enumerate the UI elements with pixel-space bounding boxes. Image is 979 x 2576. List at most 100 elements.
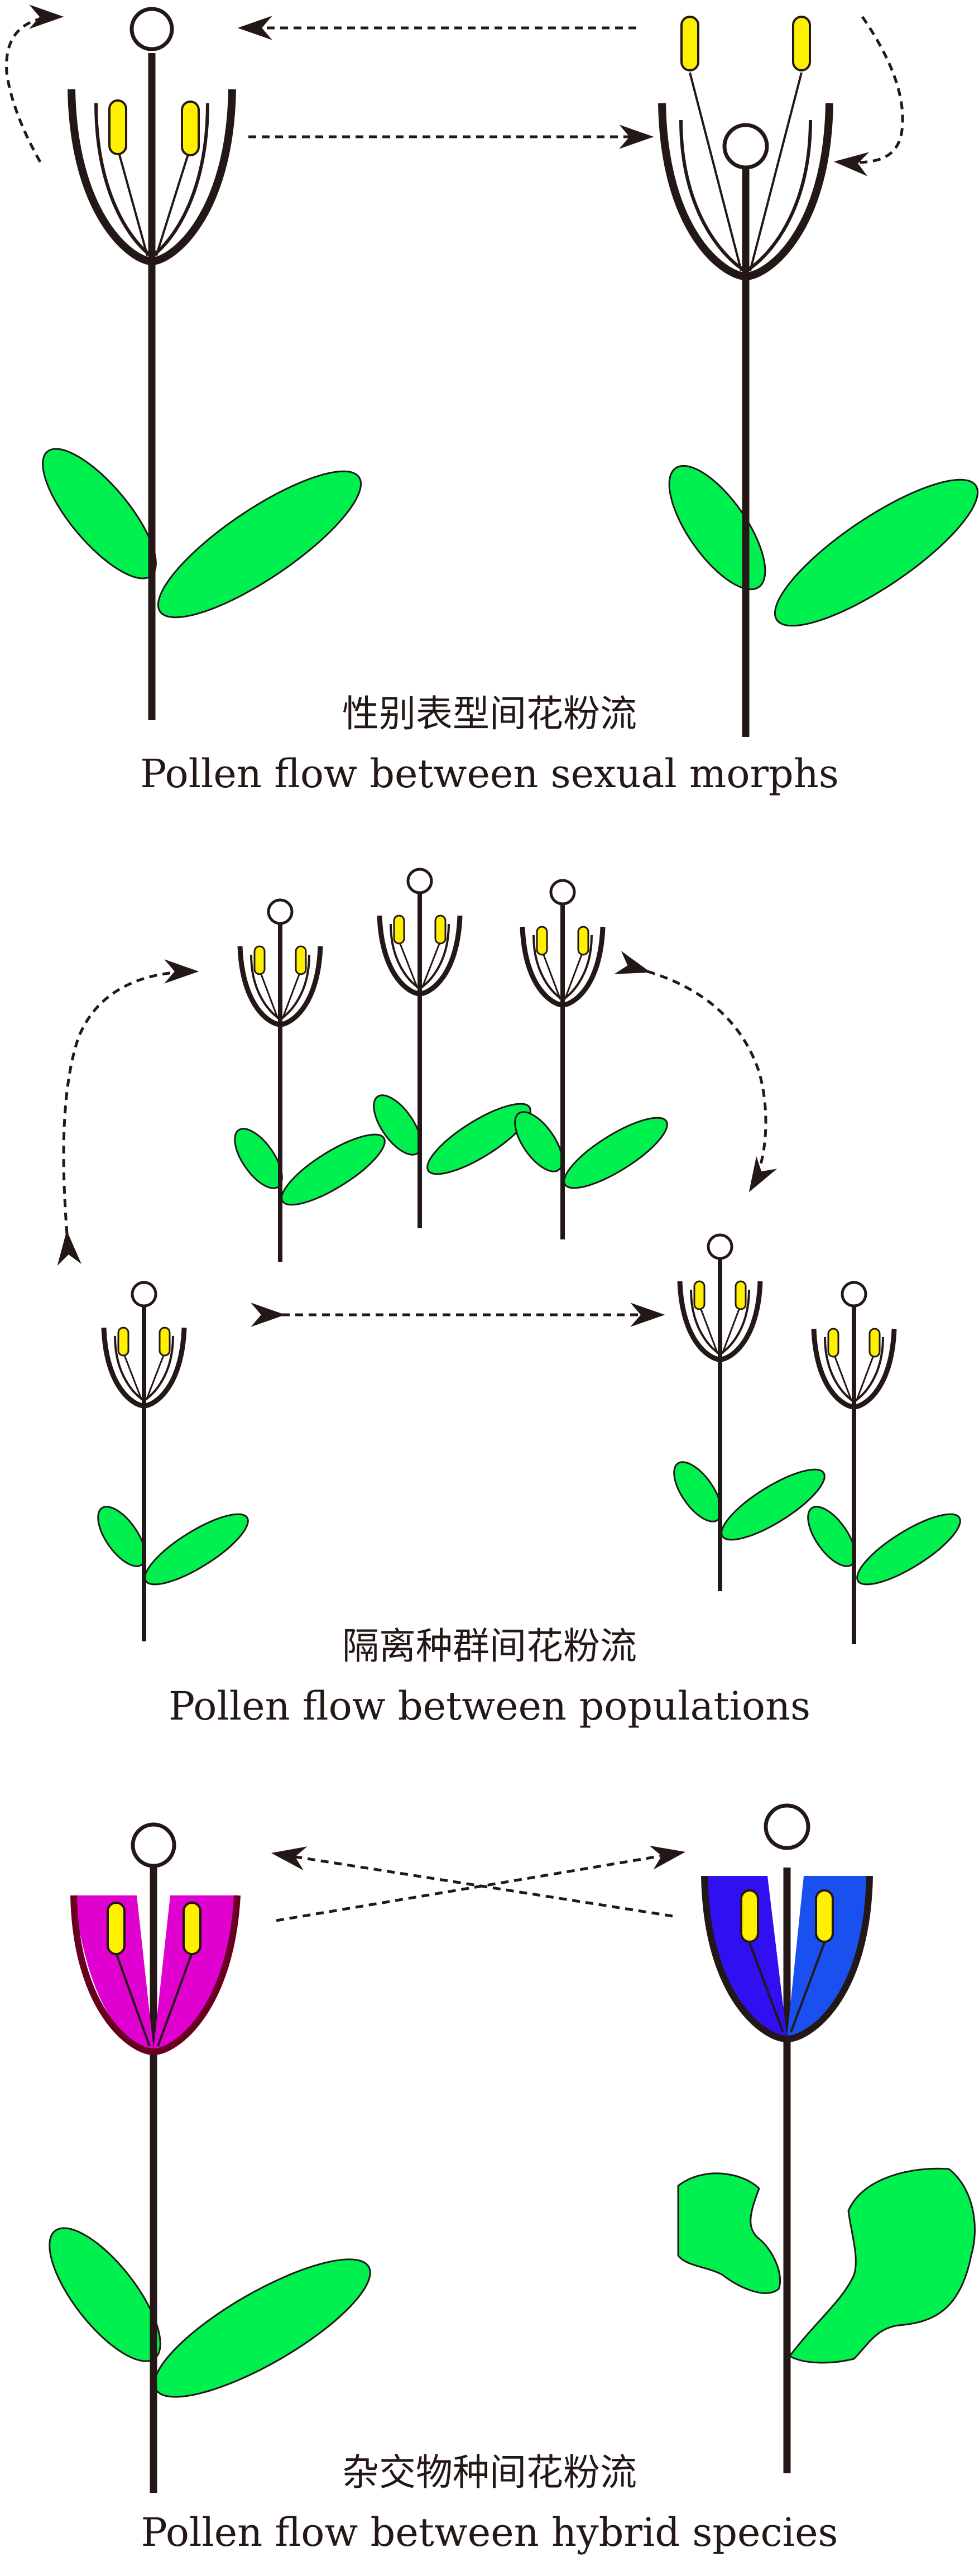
filament bbox=[117, 150, 148, 256]
anther-capsule bbox=[536, 926, 548, 956]
leaf-right bbox=[563, 1117, 668, 1189]
dashed-arrow bbox=[614, 951, 778, 1193]
filament bbox=[123, 1353, 143, 1401]
plant-icon bbox=[514, 879, 668, 1239]
caption-en-populations: Pollen flow between populations bbox=[168, 1683, 811, 1729]
filament bbox=[790, 1942, 826, 2033]
filament bbox=[748, 1942, 784, 2033]
flower-cup bbox=[377, 915, 463, 997]
filament bbox=[699, 1306, 719, 1354]
anther-capsule bbox=[577, 926, 589, 956]
leaf-right bbox=[153, 2258, 371, 2398]
plant-icon bbox=[42, 7, 362, 720]
anther-capsule bbox=[868, 1328, 881, 1358]
filament bbox=[541, 951, 562, 1000]
flower-cup bbox=[520, 926, 606, 1008]
anther-capsule bbox=[815, 1889, 834, 1943]
anther-capsule bbox=[181, 100, 200, 156]
caption-cn-hybrid-species: 杂交物种间花粉流 bbox=[342, 2451, 637, 2494]
stigma-circle bbox=[267, 898, 294, 925]
filament bbox=[399, 942, 419, 989]
lobed-leaf-right bbox=[788, 2167, 976, 2364]
stigma-circle bbox=[707, 1233, 733, 1260]
anther-capsule bbox=[108, 99, 127, 155]
filament bbox=[421, 942, 441, 989]
filament bbox=[721, 1306, 741, 1354]
anther-capsule bbox=[159, 1327, 171, 1357]
leaf-left bbox=[668, 465, 766, 591]
dashed-arrow bbox=[5, 4, 64, 163]
filament bbox=[749, 72, 803, 271]
stigma-circle bbox=[406, 868, 433, 894]
filament bbox=[155, 150, 190, 256]
leaf-left bbox=[807, 1506, 856, 1567]
panel-populations bbox=[57, 868, 961, 1644]
leaf-right bbox=[281, 1133, 386, 1206]
plant-icon bbox=[49, 1822, 371, 2493]
anther-capsule bbox=[740, 1889, 759, 1943]
leaf-left bbox=[97, 1506, 146, 1567]
leaf-right bbox=[144, 1513, 249, 1586]
anther-capsule bbox=[735, 1280, 747, 1310]
stigma-circle bbox=[129, 7, 174, 51]
plant-icon bbox=[677, 1803, 976, 2473]
stigma-circle bbox=[841, 1281, 867, 1308]
anther-capsule bbox=[253, 945, 266, 975]
leaf-left bbox=[373, 1094, 422, 1156]
filament bbox=[157, 1951, 194, 2047]
caption-cn-populations: 隔离种群间花粉流 bbox=[342, 1625, 637, 1668]
plant-icon bbox=[234, 898, 386, 1262]
filament bbox=[114, 1951, 151, 2047]
flower-cup bbox=[101, 1327, 187, 1409]
plant-icon bbox=[658, 16, 979, 737]
leaf-right bbox=[856, 1513, 961, 1586]
stigma-circle bbox=[131, 1281, 157, 1308]
caption-en-hybrid-species: Pollen flow between hybrid species bbox=[141, 2510, 838, 2555]
inner-petal bbox=[390, 923, 450, 990]
anther-capsule bbox=[295, 945, 307, 975]
leaf-right bbox=[721, 1468, 826, 1541]
leaf-right bbox=[426, 1103, 531, 1175]
filament bbox=[855, 1353, 875, 1402]
leaf-left bbox=[673, 1461, 722, 1522]
petal-magenta bbox=[74, 1895, 153, 2049]
filament bbox=[833, 1353, 853, 1402]
inner-petal bbox=[679, 119, 812, 273]
caption-cn-sexual-morphs: 性别表型间花粉流 bbox=[342, 692, 637, 735]
inner-petal bbox=[824, 1337, 884, 1403]
flower-cup bbox=[68, 89, 236, 266]
plant-icon bbox=[673, 1233, 826, 1591]
stigma-circle bbox=[764, 1803, 810, 1850]
inner-petal bbox=[690, 1289, 750, 1356]
inner-petal bbox=[250, 954, 310, 1021]
inner-petal bbox=[114, 1335, 174, 1402]
inner-petal bbox=[94, 103, 209, 258]
anther-capsule bbox=[693, 1280, 706, 1310]
anther-capsule bbox=[393, 914, 405, 945]
panel-hybrid-species bbox=[49, 1803, 976, 2493]
leaf-right bbox=[774, 478, 979, 627]
dashed-arrow bbox=[271, 1846, 673, 1918]
dashed-arrow bbox=[5, 4, 904, 176]
filament bbox=[145, 1353, 165, 1401]
plant-icon bbox=[97, 1281, 249, 1641]
anther-capsule bbox=[117, 1327, 129, 1357]
plant-icon bbox=[373, 868, 531, 1228]
stigma-circle bbox=[131, 1822, 176, 1868]
anther-capsule bbox=[107, 1902, 126, 1955]
dashed-arrow bbox=[833, 16, 904, 176]
dashed-arrow bbox=[271, 1845, 686, 1922]
anther-capsule bbox=[827, 1328, 839, 1358]
flower-cup bbox=[677, 1281, 763, 1362]
filament bbox=[281, 971, 301, 1019]
dashed-arrow bbox=[57, 951, 778, 1327]
leaf-right bbox=[157, 470, 362, 619]
filament bbox=[689, 72, 742, 271]
flower-cup bbox=[701, 1875, 873, 2043]
panel-sexual-morphs bbox=[5, 4, 979, 737]
flower-cup bbox=[237, 946, 323, 1027]
petal-blue bbox=[787, 1876, 870, 2038]
anther-capsule bbox=[792, 16, 811, 71]
anther-capsule bbox=[434, 914, 447, 945]
